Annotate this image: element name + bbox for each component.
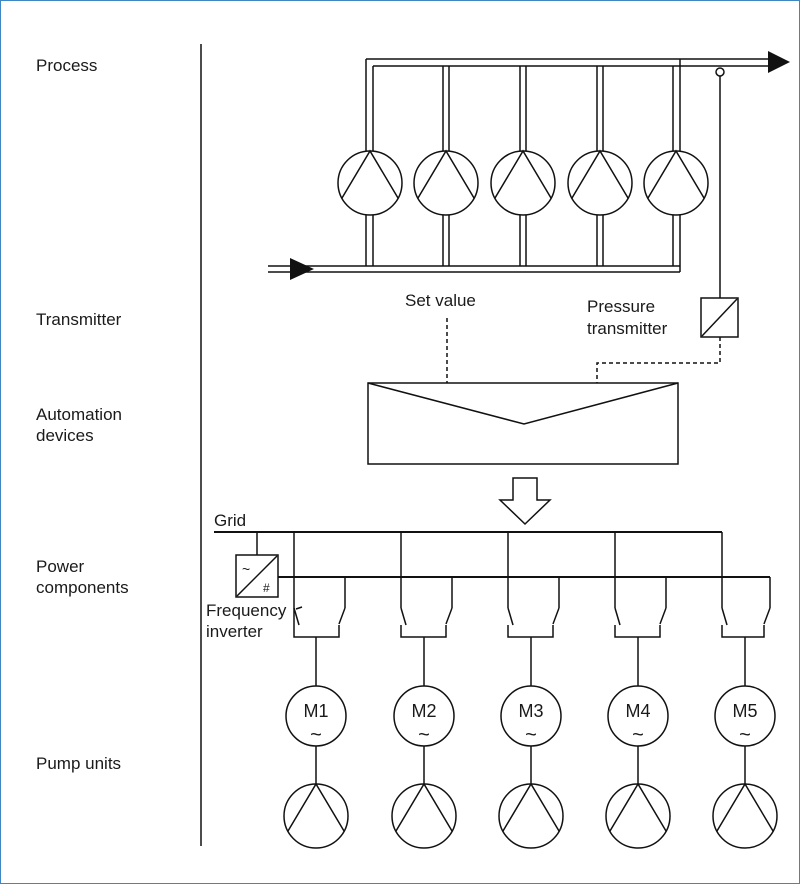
frequency-inverter-label-1: Frequency [206,601,287,620]
svg-text:~: ~ [739,724,751,746]
pressure-transmitter-icon [700,297,739,338]
transmitter-signal [596,337,721,383]
command-arrow-icon [498,477,552,526]
pump-unit-2-icon [391,782,457,849]
process-pumps [337,149,709,216]
pump-unit-4-icon [605,782,671,849]
process-pump-1-icon [337,149,403,216]
motor-2-icon: M2 ~ [393,685,455,747]
svg-text:~: ~ [310,724,322,746]
pump-unit-5-icon [712,782,778,849]
svg-text:~: ~ [418,724,430,746]
frequency-inverter-label-2: inverter [206,622,263,641]
category-power-1: Power [36,557,85,576]
motor-5-icon: M5 ~ [714,685,776,747]
automation-controller-icon [367,382,679,465]
unit-5-switchgear [721,532,771,686]
process-pump-2-icon [413,149,479,216]
motor-3-label: M3 [518,701,543,721]
motor-4-icon: M4 ~ [607,685,669,747]
motor-1-label: M1 [303,701,328,721]
motor-1-icon: M1 ~ [285,685,347,747]
motor-2-label: M2 [411,701,436,721]
unit-2-switchgear [400,532,453,686]
unit-4-switchgear [614,532,667,686]
motor-3-icon: M3 ~ [500,685,562,747]
process-pump-4-icon [567,149,633,216]
outlet-arrow [768,51,790,73]
set-value-label: Set value [405,291,476,310]
pressure-sensing-line [715,67,725,298]
category-automation-1: Automation [36,405,122,424]
svg-text:~: ~ [525,724,537,746]
pressure-transmitter-label-1: Pressure [587,297,655,316]
frequency-inverter-icon: ~ # [235,554,279,598]
svg-text:~: ~ [632,724,644,746]
svg-text:#: # [263,581,270,595]
unit-1-switchgear [293,532,346,686]
category-automation-2: devices [36,426,94,445]
process-pump-5-icon [643,149,709,216]
grid-label: Grid [214,511,246,530]
svg-text:~: ~ [242,561,250,577]
category-power-2: components [36,578,129,597]
pump-unit-1-icon [283,782,349,849]
motor-5-label: M5 [732,701,757,721]
motor-pump-shafts [315,746,746,784]
pressure-transmitter-label-2: transmitter [587,319,668,338]
inlet-arrow [290,258,314,280]
category-process: Process [36,56,97,75]
process-pump-3-icon [490,149,556,216]
unit-3-switchgear [507,532,560,686]
category-transmitter: Transmitter [36,310,122,329]
motor-4-label: M4 [625,701,650,721]
category-pump-units: Pump units [36,754,121,773]
pump-unit-3-icon [498,782,564,849]
